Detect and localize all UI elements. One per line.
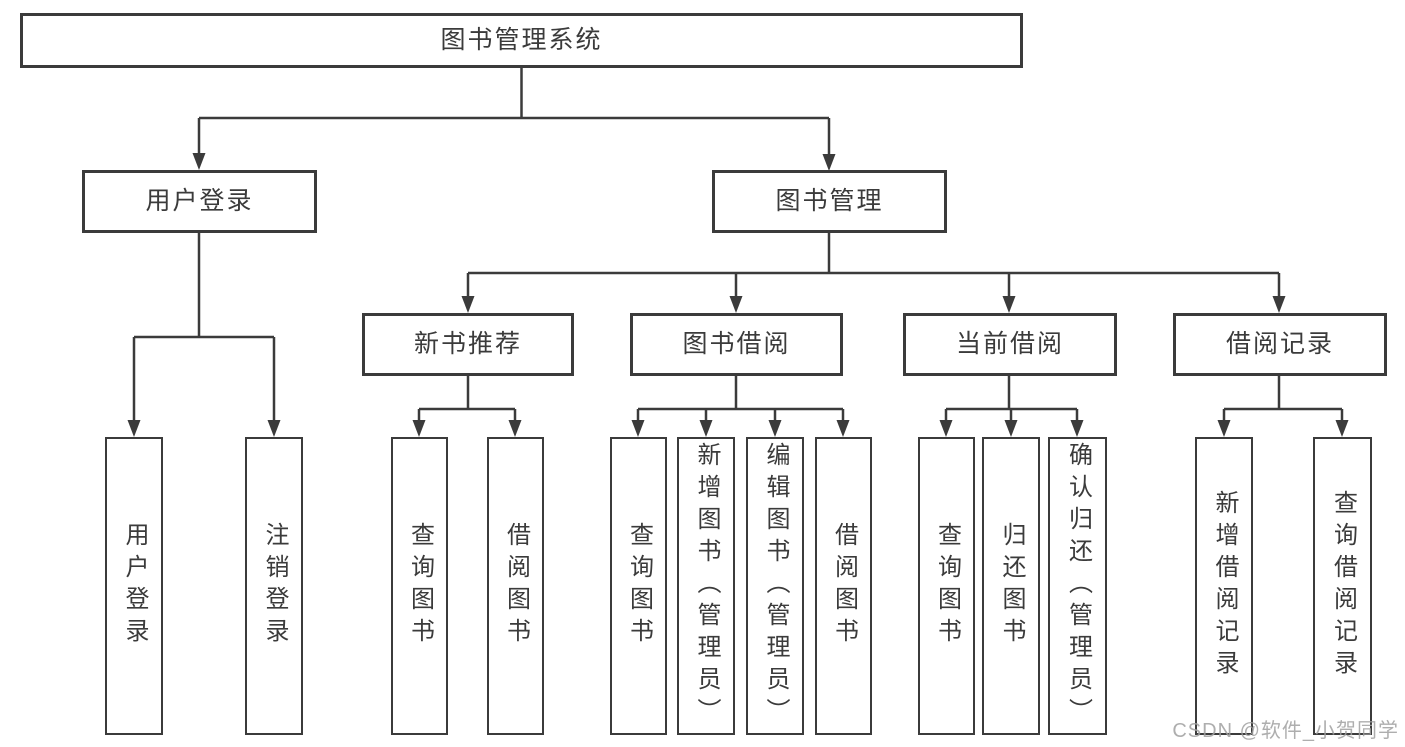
node-current-borrow: 当前借阅 [903, 313, 1117, 376]
leaf-add-borrow-record: 新增借阅记录 [1195, 437, 1253, 735]
node-root: 图书管理系统 [20, 13, 1023, 68]
arrowhead-icons [127, 153, 1349, 437]
leaf-query-books-borrow: 查询图书 [610, 437, 667, 735]
node-borrow-records: 借阅记录 [1173, 313, 1387, 376]
leaf-query-borrow-record: 查询借阅记录 [1313, 437, 1372, 735]
csdn-watermark: CSDN @软件_小贺同学 [1172, 720, 1399, 742]
leaf-logout: 注销登录 [245, 437, 303, 735]
leaf-return-books: 归还图书 [982, 437, 1040, 735]
leaf-edit-books-admin: 编辑图书（管理员） [746, 437, 804, 735]
leaf-borrow-books-recommend: 借阅图书 [487, 437, 544, 735]
leaf-user-login: 用户登录 [105, 437, 163, 735]
node-new-book-recommend: 新书推荐 [362, 313, 574, 376]
node-user-login: 用户登录 [82, 170, 317, 233]
leaf-add-books-admin: 新增图书（管理员） [677, 437, 735, 735]
leaf-query-books-recommend: 查询图书 [391, 437, 448, 735]
node-book-borrow: 图书借阅 [630, 313, 843, 376]
leaf-query-books-current: 查询图书 [918, 437, 975, 735]
leaf-confirm-return-admin: 确认归还（管理员） [1048, 437, 1107, 735]
leaf-borrow-books: 借阅图书 [815, 437, 872, 735]
node-book-management: 图书管理 [712, 170, 947, 233]
